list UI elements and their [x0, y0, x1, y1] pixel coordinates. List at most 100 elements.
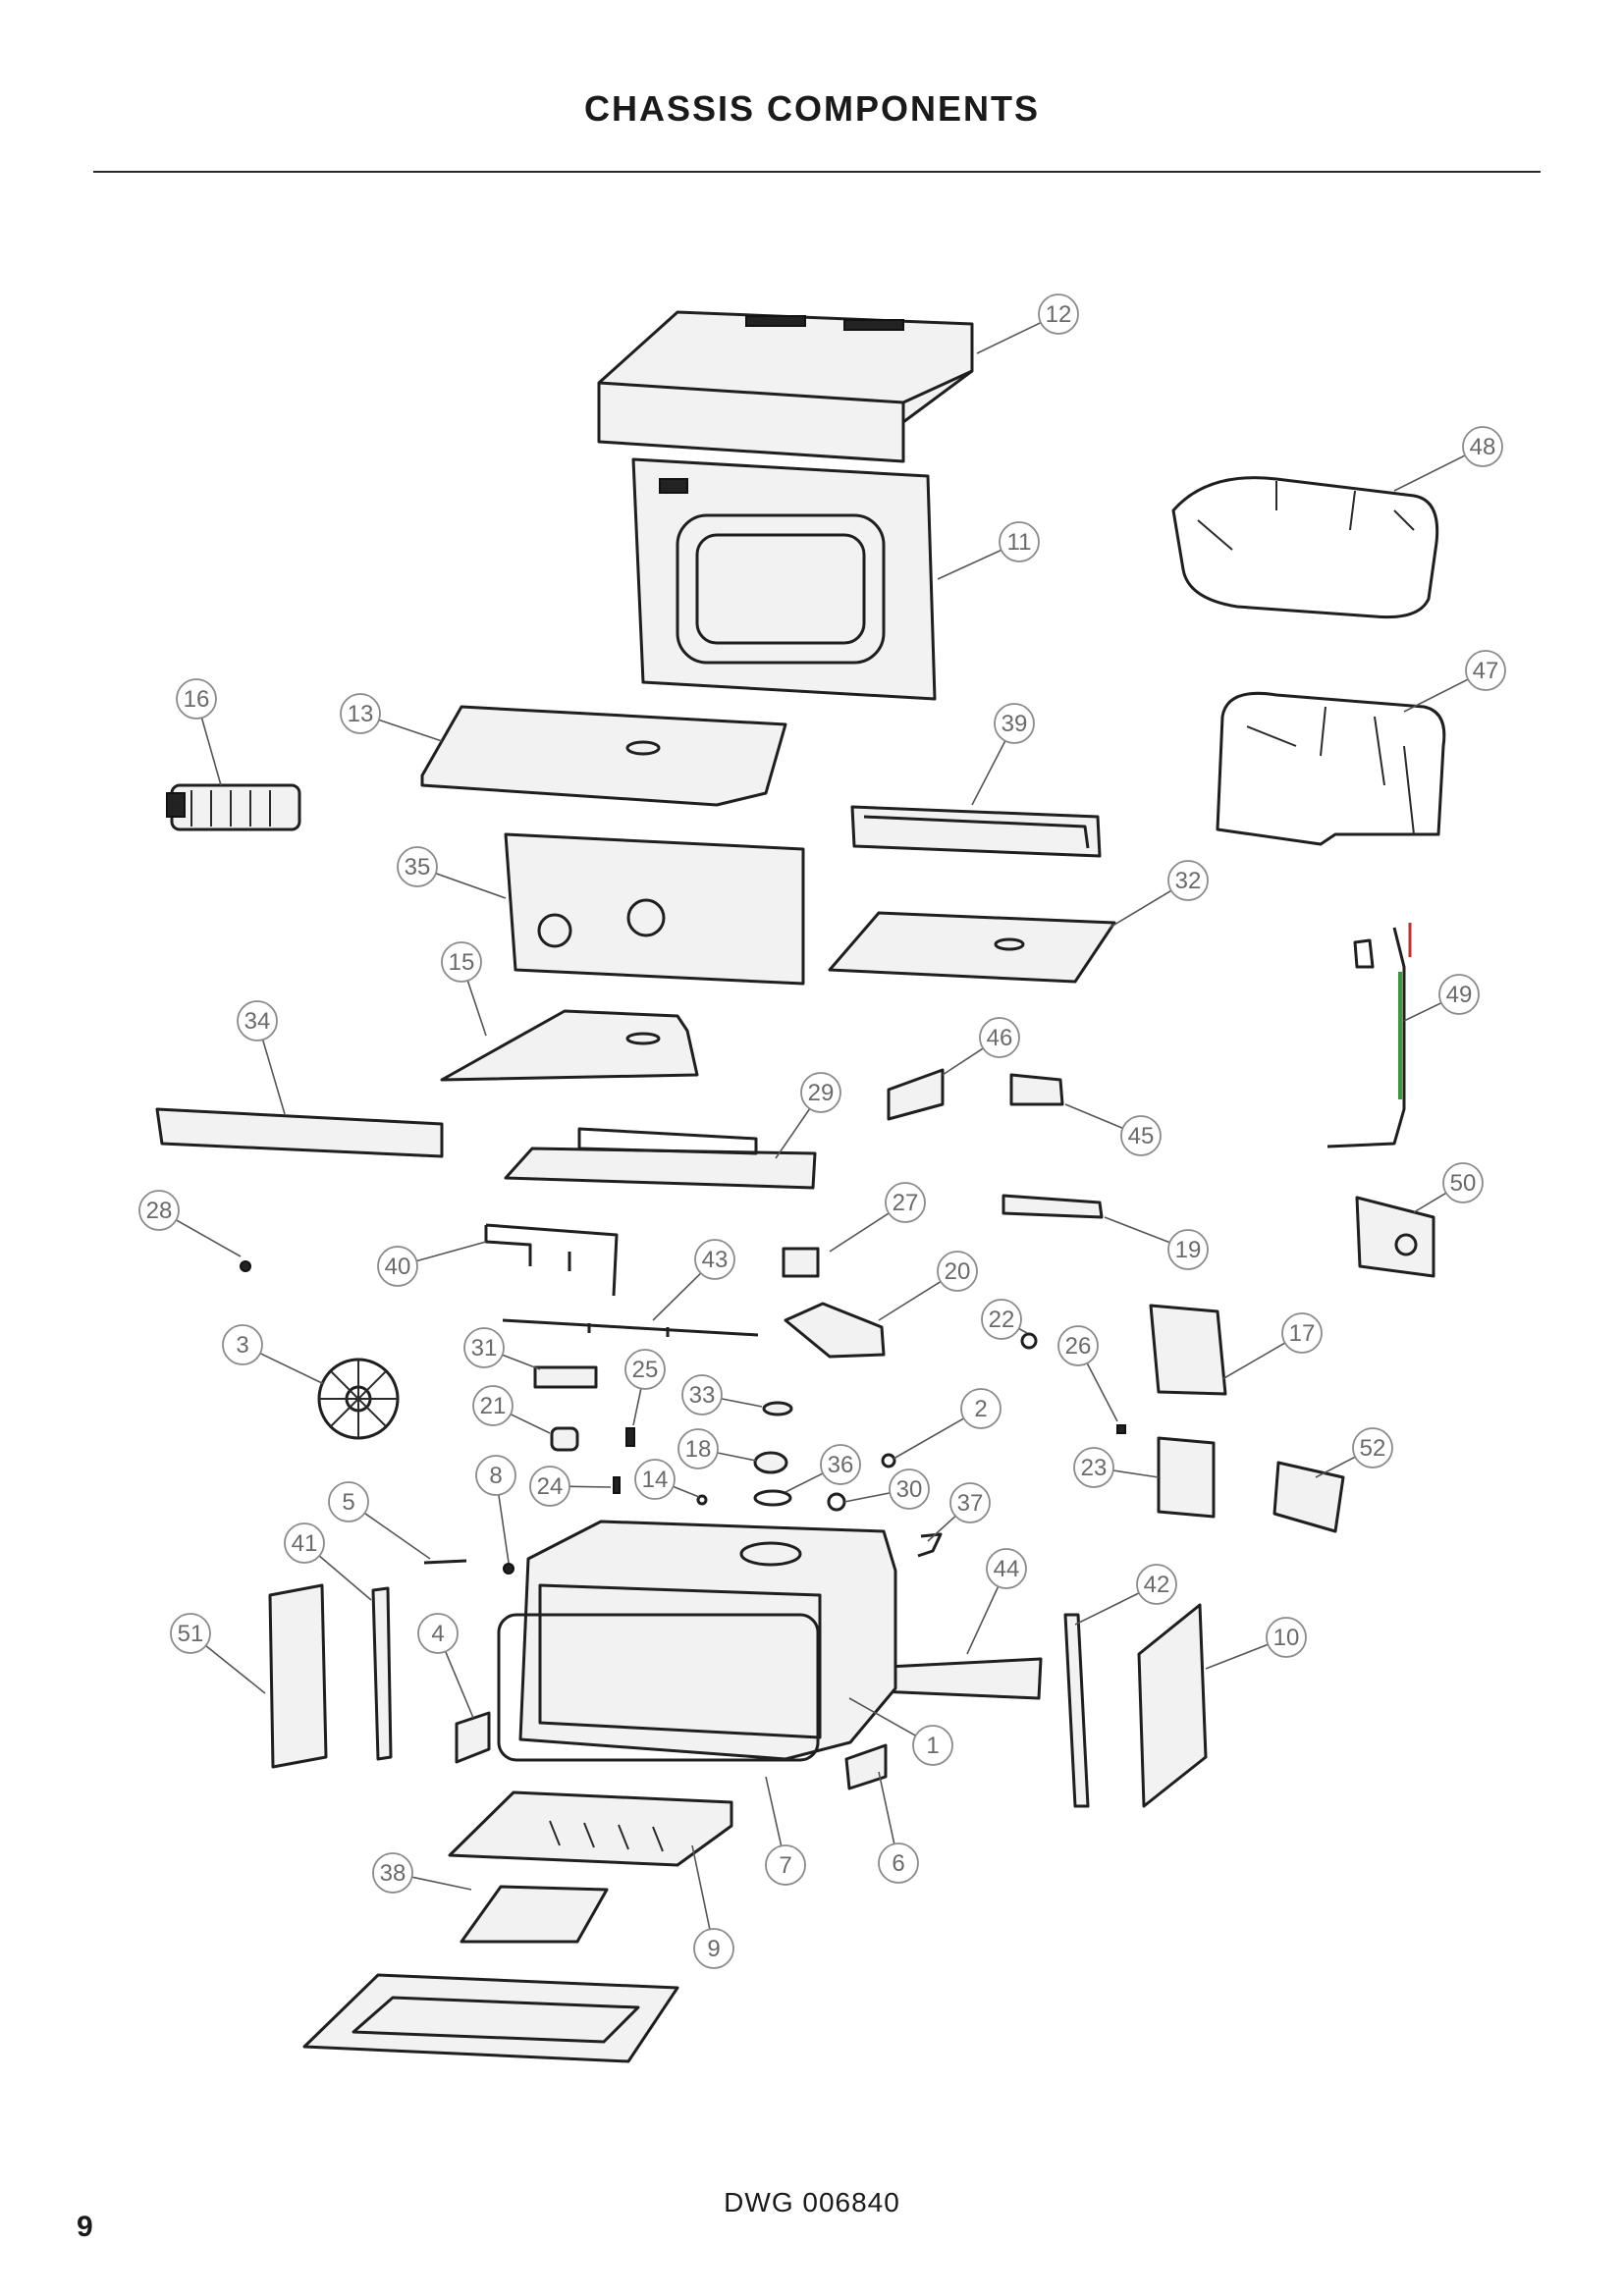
part-18-bushing — [753, 1451, 788, 1474]
part-26-clip — [1116, 1424, 1126, 1434]
callout-22: 22 — [981, 1299, 1028, 1340]
callout-label-23: 23 — [1081, 1455, 1108, 1481]
callout-label-47: 47 — [1473, 658, 1499, 684]
callout-label-24: 24 — [537, 1473, 564, 1500]
callout-label-9: 9 — [707, 1936, 720, 1962]
callout-label-39: 39 — [1001, 711, 1028, 737]
callout-circle-27 — [885, 1182, 926, 1223]
leader-line-39 — [971, 740, 1006, 806]
leader-line-25 — [632, 1388, 642, 1426]
leader-line-36 — [785, 1472, 824, 1493]
leader-line-27 — [829, 1212, 890, 1253]
callout-circle-8 — [475, 1455, 516, 1496]
leader-line-5 — [363, 1512, 431, 1560]
callout-33: 33 — [681, 1374, 763, 1415]
part-9-bottom-tray — [302, 1973, 679, 2063]
part-14-fastener — [696, 1494, 708, 1506]
callout-circle-31 — [463, 1327, 505, 1368]
callout-15: 15 — [441, 941, 487, 1037]
callout-circle-6 — [878, 1842, 919, 1884]
callout-circle-25 — [624, 1349, 666, 1390]
callout-6: 6 — [878, 1771, 919, 1884]
part-30-ring — [827, 1492, 846, 1512]
part-24-fastener — [613, 1476, 621, 1494]
part-11-back-panel — [631, 457, 937, 701]
callout-label-15: 15 — [449, 949, 475, 976]
callout-17: 17 — [1221, 1312, 1323, 1380]
callout-label-1: 1 — [926, 1733, 939, 1759]
leader-line-3 — [259, 1352, 325, 1385]
callout-label-21: 21 — [480, 1393, 507, 1419]
part-12-top-cover — [597, 310, 974, 463]
callout-47: 47 — [1403, 650, 1506, 713]
leader-line-35 — [435, 872, 507, 899]
callout-label-29: 29 — [808, 1080, 835, 1106]
callout-circle-33 — [681, 1374, 723, 1415]
callout-circle-40 — [377, 1246, 418, 1287]
part-47-wiring-harness — [1216, 691, 1446, 846]
leader-line-33 — [721, 1398, 763, 1408]
leader-line-44 — [966, 1585, 1000, 1655]
callout-11: 11 — [937, 521, 1040, 580]
part-31-relay-block — [533, 1365, 598, 1389]
callout-circle-32 — [1167, 860, 1209, 901]
callout-39: 39 — [971, 703, 1035, 806]
callout-label-4: 4 — [431, 1621, 444, 1647]
leader-line-4 — [444, 1651, 474, 1719]
callout-45: 45 — [1064, 1103, 1162, 1156]
callout-50: 50 — [1413, 1162, 1484, 1213]
leader-line-11 — [937, 549, 1002, 580]
callout-label-35: 35 — [405, 854, 431, 881]
callout-circle-9 — [693, 1928, 734, 1969]
part-16-tangential-fan — [166, 783, 301, 831]
title-divider — [93, 171, 1541, 173]
callout-31: 31 — [463, 1327, 541, 1370]
leader-line-10 — [1205, 1643, 1269, 1670]
callout-label-33: 33 — [689, 1382, 716, 1409]
callout-label-49: 49 — [1446, 982, 1473, 1008]
callout-label-44: 44 — [994, 1556, 1020, 1582]
leader-line-26 — [1086, 1362, 1118, 1422]
callout-38: 38 — [372, 1852, 472, 1894]
callout-circle-48 — [1462, 426, 1503, 467]
callout-23: 23 — [1073, 1447, 1160, 1488]
part-28-clip — [240, 1260, 251, 1272]
callout-2: 2 — [893, 1388, 1001, 1460]
callout-29: 29 — [775, 1072, 841, 1159]
callout-circle-41 — [284, 1522, 325, 1564]
callout-label-38: 38 — [380, 1860, 406, 1887]
callout-circle-51 — [170, 1613, 211, 1654]
callout-circle-19 — [1167, 1229, 1209, 1270]
callout-label-32: 32 — [1175, 868, 1202, 894]
callout-circle-10 — [1266, 1617, 1307, 1658]
part-5-rod — [423, 1559, 467, 1565]
part-3-convection-fan — [317, 1358, 400, 1440]
callout-circle-36 — [820, 1444, 861, 1485]
callout-label-31: 31 — [471, 1335, 498, 1362]
callout-circle-28 — [138, 1190, 180, 1231]
callout-32: 32 — [1109, 860, 1209, 929]
callout-label-28: 28 — [146, 1198, 173, 1224]
callout-circle-26 — [1057, 1325, 1099, 1366]
callout-circle-16 — [176, 678, 217, 720]
callout-label-5: 5 — [342, 1489, 354, 1516]
callout-label-3: 3 — [236, 1332, 248, 1359]
callout-circle-34 — [237, 1000, 278, 1041]
callout-21: 21 — [472, 1385, 551, 1434]
leader-line-32 — [1109, 889, 1172, 929]
callout-44: 44 — [966, 1548, 1027, 1655]
leader-line-50 — [1413, 1192, 1447, 1213]
callout-label-10: 10 — [1273, 1625, 1300, 1651]
part-4-spacer-right — [844, 1743, 888, 1790]
leader-line-18 — [717, 1452, 757, 1462]
part-1-oven-cavity — [518, 1520, 897, 1761]
callout-circle-45 — [1120, 1115, 1162, 1156]
leader-line-52 — [1315, 1456, 1356, 1478]
callout-circle-12 — [1038, 294, 1079, 335]
leader-line-29 — [775, 1108, 811, 1159]
callout-circle-49 — [1438, 974, 1480, 1015]
part-41-side-rail — [371, 1586, 393, 1761]
part-21-motor — [550, 1426, 579, 1452]
callout-label-8: 8 — [489, 1463, 502, 1489]
